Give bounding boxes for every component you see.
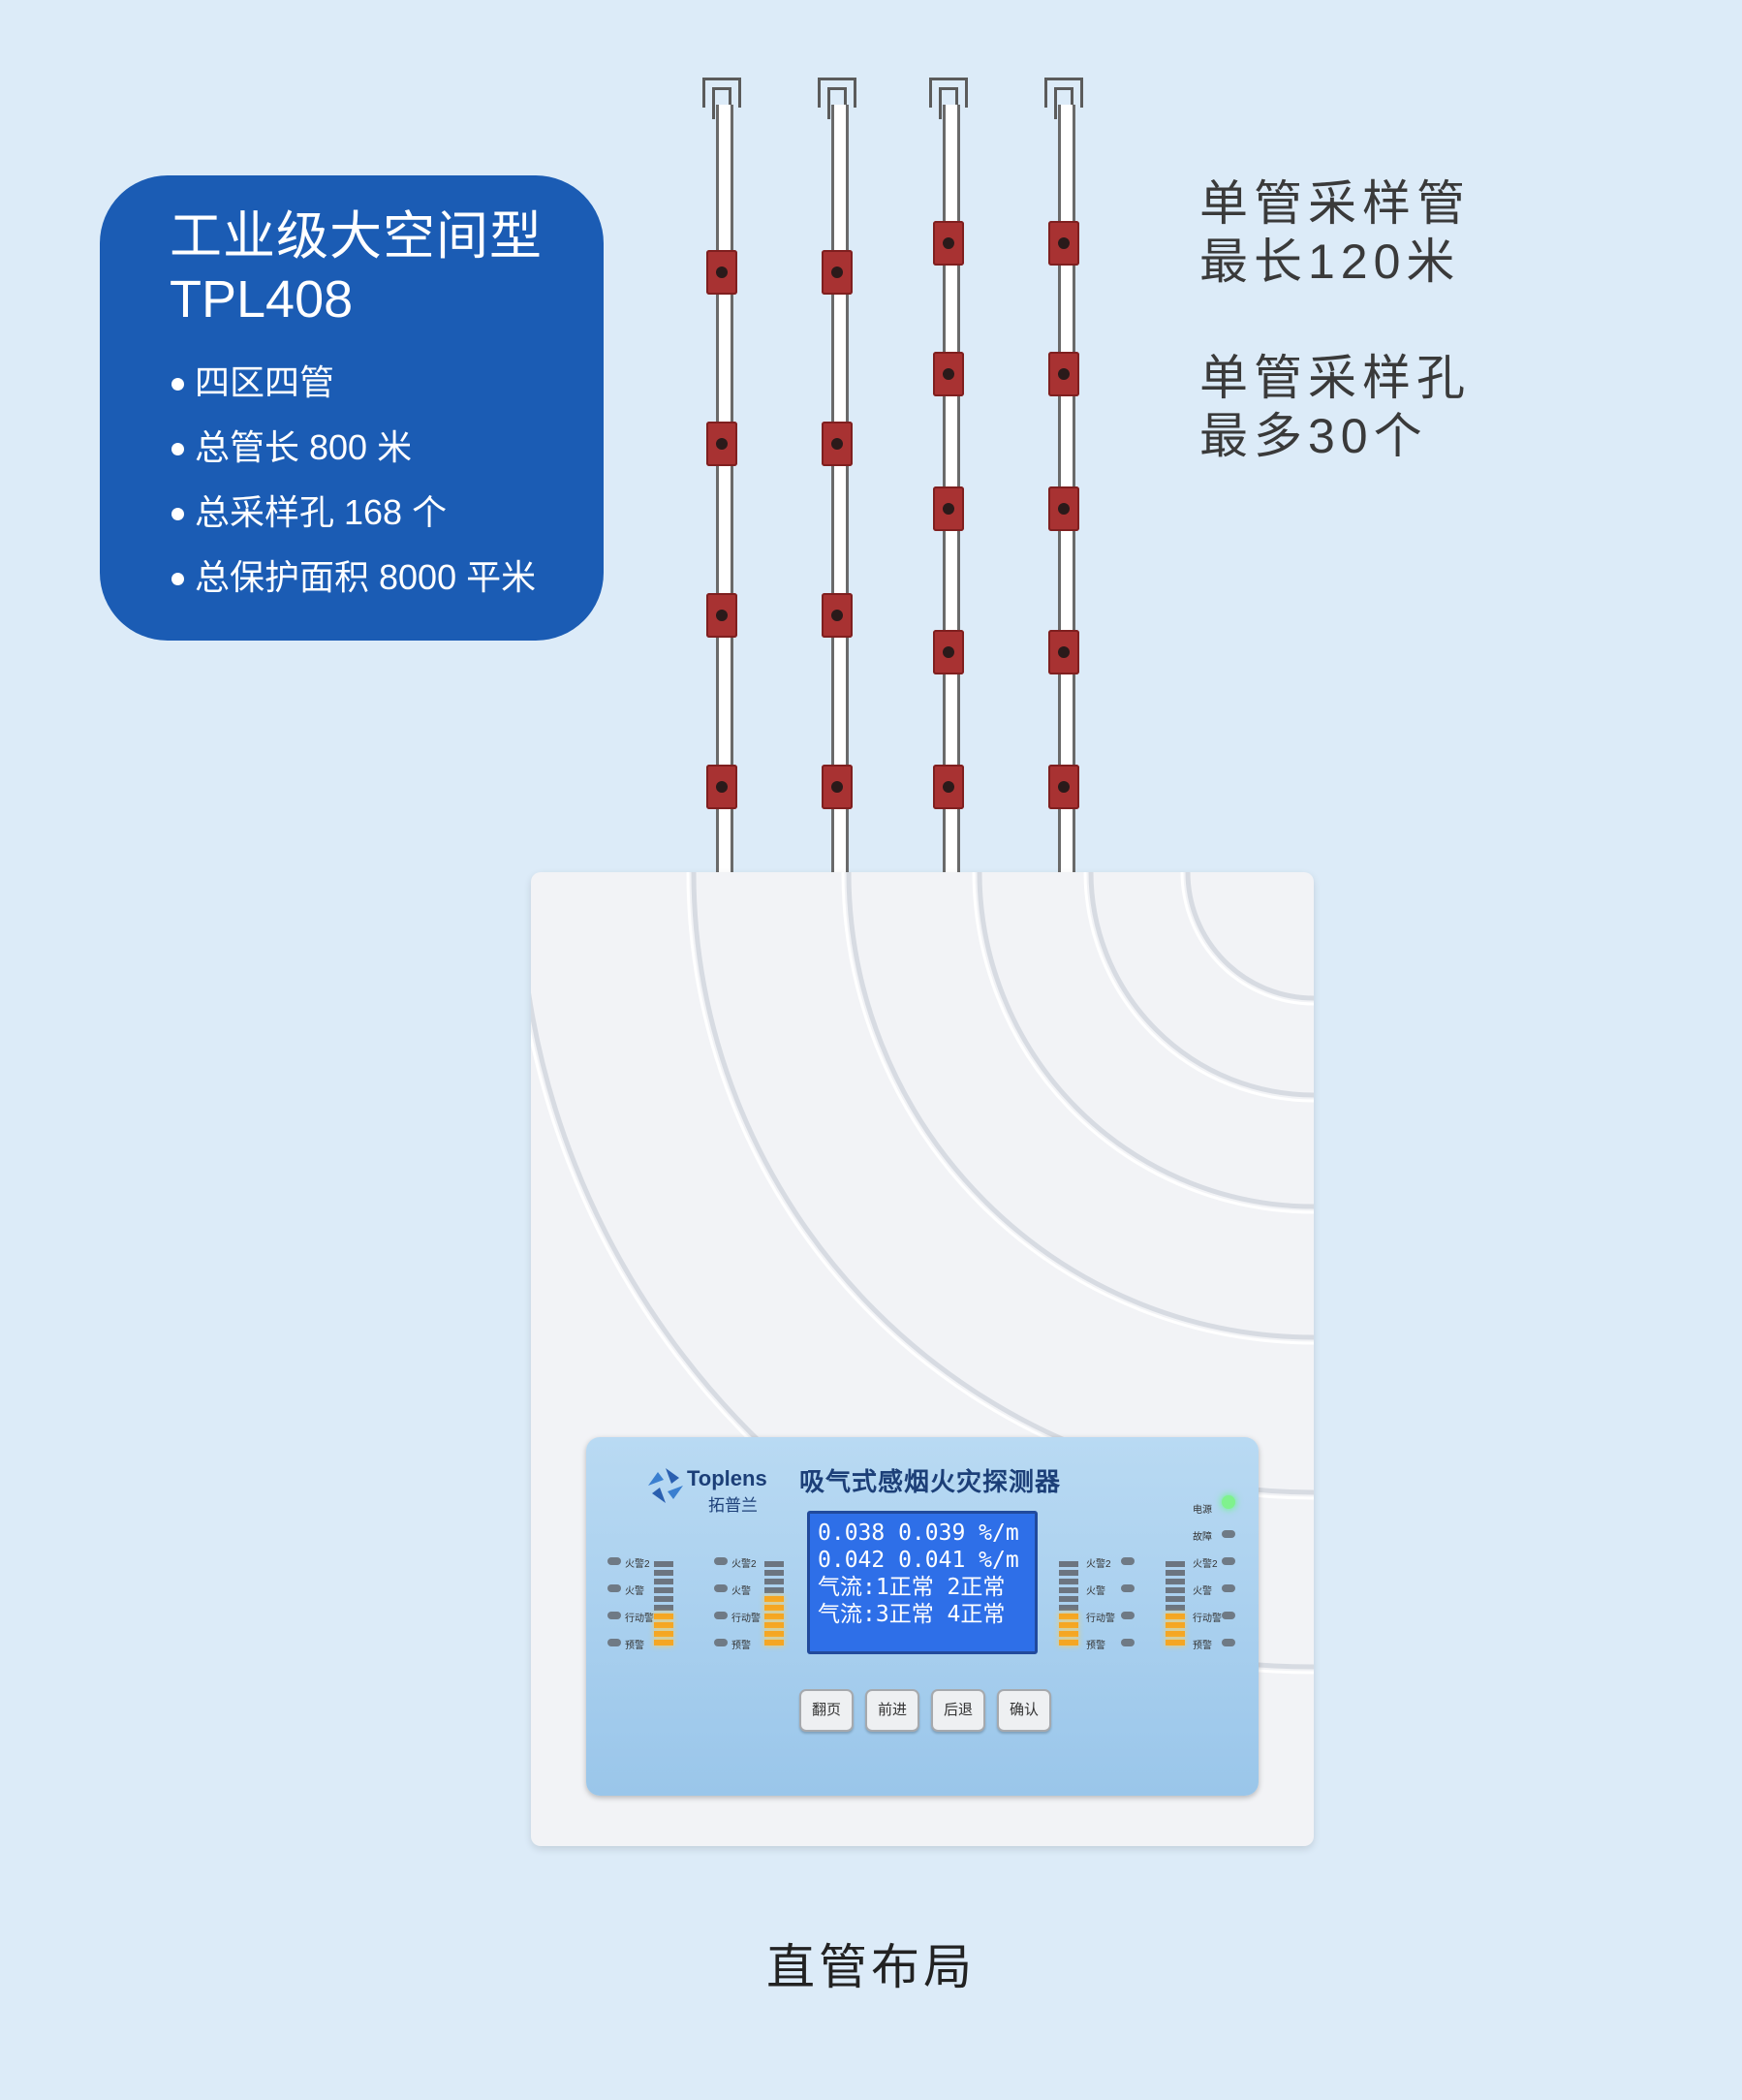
power-led-icon <box>1222 1495 1235 1509</box>
sampling-hole <box>1048 352 1079 396</box>
zone-3-indicators: 火警2 火警 行动警 预警 <box>1084 1550 1142 1658</box>
sampling-hole <box>1048 486 1079 531</box>
sampling-hole <box>933 221 964 266</box>
feature-item: 总管长 800 米 <box>170 415 604 480</box>
feature-list: 四区四管 总管长 800 米 总采样孔 168 个 总保护面积 8000 平米 <box>170 350 604 610</box>
brand-logo: Toplens 拓普兰 <box>644 1464 780 1522</box>
toplens-logo-icon <box>648 1468 683 1503</box>
brand-name: Toplens <box>687 1466 767 1490</box>
feature-item: 总采样孔 168 个 <box>170 480 604 545</box>
led-icon <box>714 1639 728 1646</box>
spec-text: 单管采样管 <box>1199 176 1471 231</box>
spec-text: 最长120米 <box>1199 235 1461 289</box>
lcd-line: 0.042 0.041 %/m <box>818 1548 1019 1573</box>
sampling-hole <box>822 765 853 809</box>
sampling-hole <box>706 593 737 638</box>
led-icon <box>1222 1530 1235 1538</box>
lcd-line: 0.038 0.039 %/m <box>818 1520 1019 1546</box>
spec-text: 单管采样孔 <box>1199 351 1471 405</box>
led-icon <box>1222 1639 1235 1646</box>
led-icon <box>1121 1584 1135 1592</box>
sampling-pipe-2 <box>818 78 856 872</box>
led-icon <box>1121 1557 1135 1565</box>
bullet-icon <box>171 378 184 391</box>
bullet-icon <box>171 508 184 520</box>
led-icon <box>714 1557 728 1565</box>
smoke-level-bar-1 <box>654 1561 673 1652</box>
led-icon <box>1222 1557 1235 1565</box>
sampling-pipe-1 <box>702 78 741 872</box>
led-icon <box>714 1612 728 1619</box>
smoke-level-bar-4 <box>1166 1561 1185 1652</box>
lcd-line: 气流:3正常 4正常 <box>818 1602 1006 1627</box>
pipe-end-cap-icon <box>929 78 968 119</box>
sampling-hole <box>706 250 737 295</box>
sampling-pipe-4 <box>1044 78 1083 872</box>
brand-name-cn: 拓普兰 <box>708 1496 758 1515</box>
control-panel: Toplens 拓普兰 吸气式感烟火灾探测器 0.038 0.039 %/m 0… <box>586 1437 1259 1796</box>
led-icon <box>714 1584 728 1592</box>
pipe-length-spec: 单管采样管 最长120米 <box>1199 174 1471 291</box>
page-button[interactable]: 翻页 <box>799 1689 854 1732</box>
sampling-hole <box>706 422 737 466</box>
product-model: TPL408 <box>170 270 354 329</box>
led-icon <box>607 1557 621 1565</box>
layout-caption: 直管布局 <box>766 1940 976 1994</box>
smoke-level-bar-3 <box>1059 1561 1078 1652</box>
sampling-hole <box>933 630 964 674</box>
hole-count-spec: 单管采样孔 最多30个 <box>1199 349 1471 465</box>
product-info-card: 工业级大空间型 TPL408 四区四管 总管长 800 米 总采样孔 168 个… <box>100 175 604 641</box>
back-button[interactable]: 后退 <box>931 1689 985 1732</box>
pipe-end-cap-icon <box>818 78 856 119</box>
sampling-pipe-3 <box>929 78 968 872</box>
sampling-hole <box>1048 221 1079 266</box>
zone-1-indicators: 火警2 火警 行动警 预警 <box>607 1550 666 1658</box>
sampling-hole <box>933 765 964 809</box>
led-icon <box>1121 1612 1135 1619</box>
smoke-detector-device: Toplens 拓普兰 吸气式感烟火灾探测器 0.038 0.039 %/m 0… <box>531 872 1314 1846</box>
smoke-level-bar-2 <box>764 1561 784 1652</box>
zone-2-indicators: 火警2 火警 行动警 预警 <box>714 1550 772 1658</box>
feature-item: 总保护面积 8000 平米 <box>170 545 604 610</box>
sampling-hole <box>1048 765 1079 809</box>
feature-item: 四区四管 <box>170 350 604 415</box>
lcd-line: 气流:1正常 2正常 <box>818 1575 1006 1600</box>
bullet-icon <box>171 573 184 585</box>
led-icon <box>1222 1612 1235 1619</box>
sampling-hole <box>933 352 964 396</box>
device-title: 吸气式感烟火灾探测器 <box>799 1467 1062 1496</box>
led-icon <box>607 1584 621 1592</box>
spec-text: 最多30个 <box>1199 409 1428 463</box>
sampling-hole <box>822 593 853 638</box>
bullet-icon <box>171 443 184 455</box>
sampling-hole <box>1048 630 1079 674</box>
pipe-end-cap-icon <box>702 78 741 119</box>
led-icon <box>607 1639 621 1646</box>
led-icon <box>607 1612 621 1619</box>
sampling-hole <box>822 422 853 466</box>
lcd-display: 0.038 0.039 %/m 0.042 0.041 %/m 气流:1正常 2… <box>807 1511 1038 1654</box>
product-category-title: 工业级大空间型 <box>170 207 543 266</box>
sampling-hole <box>933 486 964 531</box>
sampling-hole <box>706 765 737 809</box>
forward-button[interactable]: 前进 <box>865 1689 919 1732</box>
confirm-button[interactable]: 确认 <box>997 1689 1051 1732</box>
sampling-hole <box>822 250 853 295</box>
status-indicators: 电源 故障 火警2 火警 行动警 预警 <box>1191 1495 1249 1658</box>
pipe-end-cap-icon <box>1044 78 1083 119</box>
led-icon <box>1222 1584 1235 1592</box>
led-icon <box>1121 1639 1135 1646</box>
